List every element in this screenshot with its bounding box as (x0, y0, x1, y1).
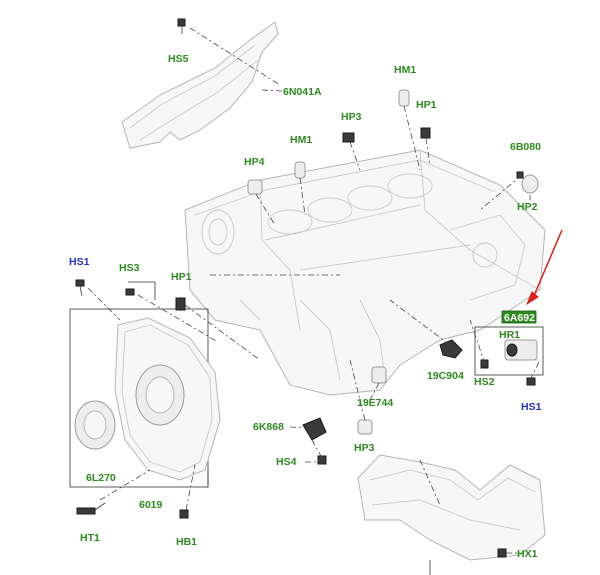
front-cover-6019 (69, 308, 221, 488)
callout-hm1-top[interactable]: HM1 (394, 64, 416, 76)
callout-hs2[interactable]: HS2 (474, 376, 495, 388)
red-arrow (525, 229, 563, 306)
highlighted-part-box[interactable]: 6A692 (474, 310, 544, 376)
callout-hp3-bottom[interactable]: HP3 (354, 442, 375, 454)
small-hardware (75, 18, 539, 558)
highlighted-part-label: 6A692 (504, 312, 535, 324)
callout-hp3-top[interactable]: HP3 (341, 111, 362, 123)
callout-6l270[interactable]: 6L270 (86, 472, 116, 484)
callout-hp4[interactable]: HP4 (244, 156, 265, 168)
callout-hs4[interactable]: HS4 (276, 456, 297, 468)
engine-block (184, 149, 546, 396)
callout-hp1-left[interactable]: HP1 (171, 271, 192, 283)
callout-19e744[interactable]: 19E744 (357, 397, 393, 409)
callout-hm1-mid[interactable]: HM1 (290, 134, 312, 146)
callout-hs1-left[interactable]: HS1 (69, 256, 90, 268)
top-cover-6n041a (121, 21, 279, 149)
callout-hs5[interactable]: HS5 (168, 53, 189, 65)
callout-hs1-right[interactable]: HS1 (521, 401, 542, 413)
callout-6n041a[interactable]: 6N041A (283, 86, 322, 98)
callout-hb1[interactable]: HB1 (176, 536, 197, 548)
callout-hp1-top[interactable]: HP1 (416, 99, 437, 111)
callout-hr1[interactable]: HR1 (499, 329, 520, 341)
lower-bracket (357, 454, 546, 561)
callout-ht1[interactable]: HT1 (80, 532, 100, 544)
callout-19c904[interactable]: 19C904 (427, 370, 464, 382)
callout-6b080[interactable]: 6B080 (510, 141, 541, 153)
callout-6k868[interactable]: 6K868 (253, 421, 284, 433)
callout-labels: HS5 6N041A HM1 HP3 HP1 HM1 HP4 6B080 HP2… (69, 53, 542, 560)
callout-6019[interactable]: 6019 (139, 499, 163, 511)
callout-hp2[interactable]: HP2 (517, 201, 538, 213)
leader-lines (87, 27, 541, 575)
callout-hs3[interactable]: HS3 (119, 262, 140, 274)
callout-hx1[interactable]: HX1 (517, 548, 538, 560)
